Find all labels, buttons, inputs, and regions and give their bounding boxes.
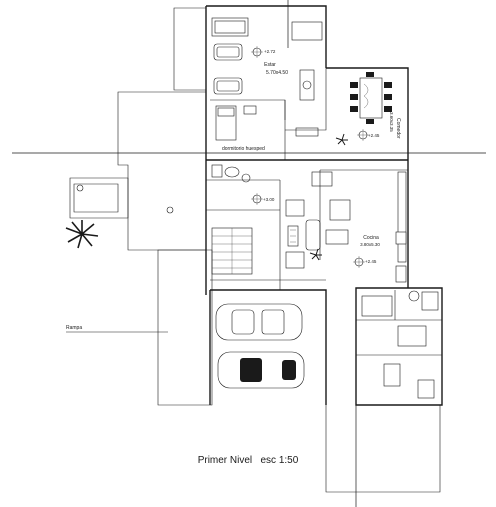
room-name-comedor: Comedor [395,118,401,139]
exterior-walls [205,5,443,493]
room-name-estar: Estar [264,62,276,68]
level-markers [76,46,369,268]
tiled-terrace [69,7,213,406]
room-dims-estar: 5.70x4.50 [266,70,288,76]
room-name-dormitorio: dormitorio huesped [222,146,265,152]
kitchen-fixtures [311,171,407,283]
staircase [211,227,253,275]
plan-caption: Primer Nivel esc 1:50 [0,455,496,466]
bathroom-fixtures [211,164,251,183]
level-hall: +3.00 [263,197,275,202]
room-dims-cocina: 3.80x5.30 [360,242,380,247]
level-cocina: +2.45 [365,259,377,264]
ramp-label: Rampa [66,325,82,331]
plan-scale: esc 1:50 [260,455,299,466]
room-name-cocina: Cocina [363,235,379,241]
living-room-furniture [211,17,323,137]
plant-icon [65,133,348,261]
guest-bedroom-furniture [215,105,257,141]
level-estar: +2.72 [264,49,276,54]
service-wing-fixtures [361,290,439,399]
plan-title: Primer Nivel [197,455,253,466]
dining-table [350,72,392,124]
hall-seating [285,199,321,269]
level-comedor: +2.45 [368,133,380,138]
room-dims-comedor: 3.60x3.35 [389,112,394,132]
axis-lines [12,0,486,507]
garage-cars [215,303,305,389]
